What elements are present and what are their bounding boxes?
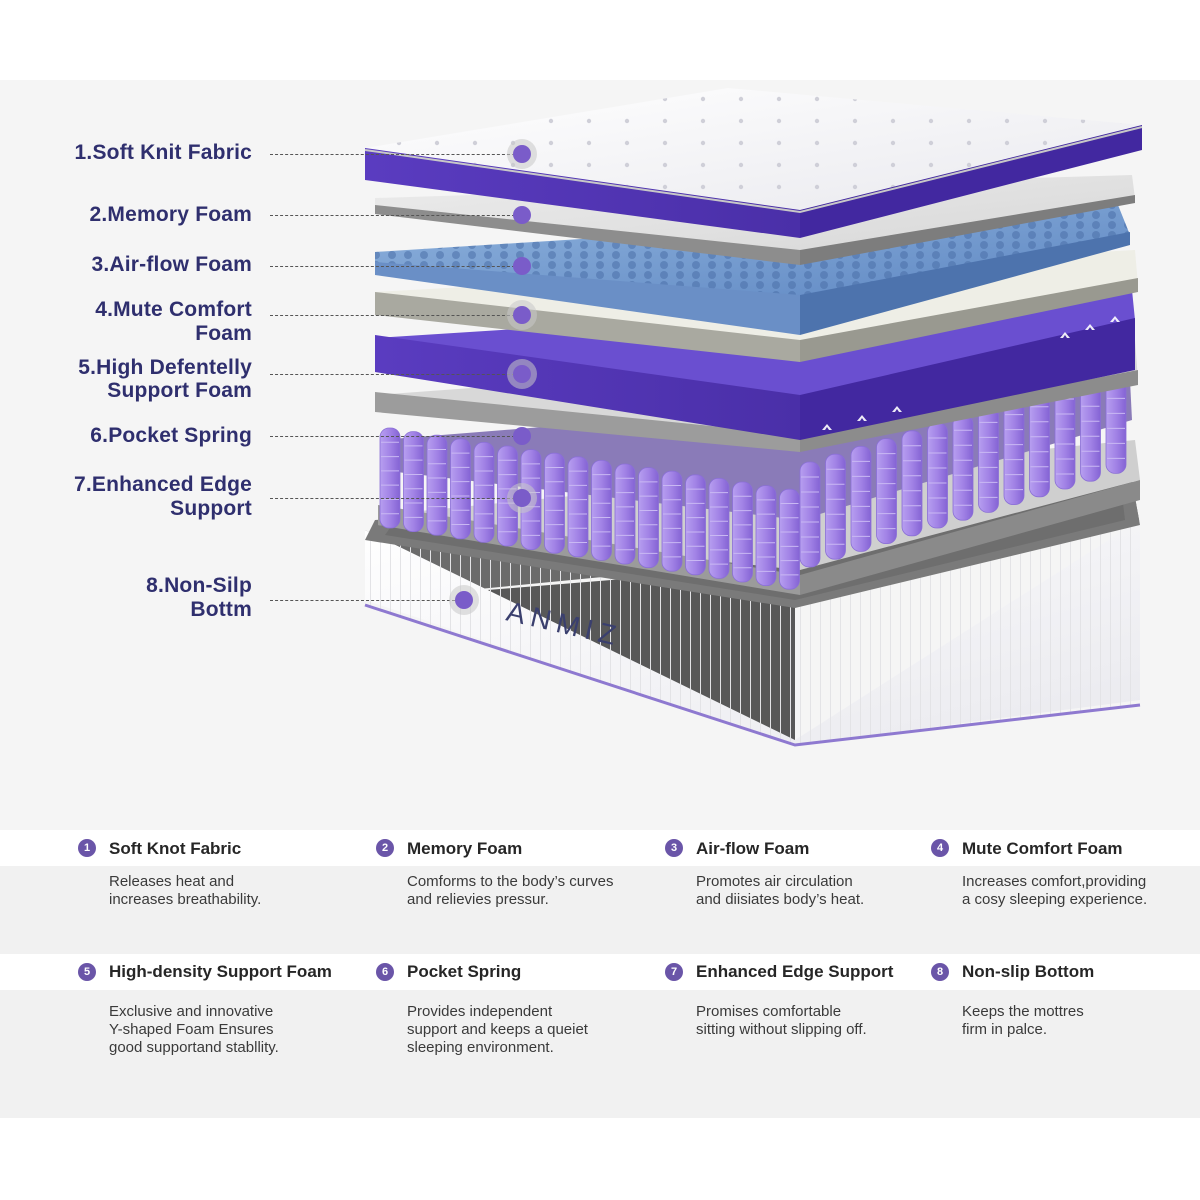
callout-label: 7.Enhanced Edge Support xyxy=(73,473,252,520)
callout-label: 5.High Defentelly Support Foam xyxy=(78,356,252,402)
feature-number-badge: 4 xyxy=(931,839,949,857)
layer-pocket-springs xyxy=(379,367,1132,590)
feature-description: Keeps the mottres firm in palce. xyxy=(962,1003,1084,1038)
spring-coil xyxy=(426,434,448,536)
spring-coil xyxy=(952,414,974,521)
feature-description: Promises comfortable sitting without sli… xyxy=(696,1003,867,1038)
feature-title: Soft Knot Fabric xyxy=(109,839,242,858)
spring-coil xyxy=(1003,399,1025,506)
spring-coil xyxy=(876,438,897,545)
marker-dot xyxy=(513,206,531,224)
feature-number-badge: 5 xyxy=(78,963,96,981)
leader-line xyxy=(270,436,515,437)
spring-coil xyxy=(1029,391,1050,498)
feature-number-badge: 7 xyxy=(665,963,683,981)
feature-title: Enhanced Edge Support xyxy=(696,962,894,981)
spring-coil xyxy=(850,445,872,552)
feature-number-badge: 1 xyxy=(78,839,96,857)
callout-label: 4.Mute Comfort Foam xyxy=(95,298,252,345)
marker-dot xyxy=(513,145,531,163)
feature-title: High-density Support Foam xyxy=(109,962,332,981)
feature-number-badge: 2 xyxy=(376,839,394,857)
feature-description: Exclusive and innovative Y-shaped Foam E… xyxy=(109,1003,279,1056)
spring-coil xyxy=(799,461,821,568)
marker-dot xyxy=(513,257,531,275)
feature-number-badge: 6 xyxy=(376,963,394,981)
spring-coil xyxy=(708,477,730,579)
spring-coil xyxy=(661,470,683,572)
leader-line xyxy=(270,600,455,601)
feature-band-2 xyxy=(0,990,1200,1118)
spring-coil xyxy=(685,474,706,576)
callout-label: 2.Memory Foam xyxy=(89,203,252,226)
feature-description: Provides independent support and keeps a… xyxy=(407,1003,588,1056)
callout-label: 6.Pocket Spring xyxy=(90,424,252,447)
spring-coil xyxy=(825,453,846,560)
leader-line xyxy=(270,266,515,267)
callout-label: 8.Non-Silp Bottm xyxy=(146,574,252,621)
feature-band-1 xyxy=(0,866,1200,954)
leader-line xyxy=(270,315,515,316)
spring-coil xyxy=(379,427,401,529)
callout-label: 3.Air-flow Foam xyxy=(91,253,252,276)
spring-coil xyxy=(732,481,753,583)
spring-coil xyxy=(591,459,612,561)
spring-coil xyxy=(614,463,636,565)
feature-description: Promotes air circulation and diisiates b… xyxy=(696,873,865,908)
leader-line xyxy=(270,215,515,216)
spring-coil xyxy=(544,452,565,554)
feature-title: Non-slip Bottom xyxy=(962,962,1095,981)
callout-label: 1.Soft Knit Fabric xyxy=(74,141,252,164)
spring-coil xyxy=(403,431,424,533)
spring-coil xyxy=(927,422,948,529)
spring-coil xyxy=(901,430,923,537)
leader-line xyxy=(270,498,515,499)
leader-line xyxy=(270,154,515,155)
feature-title: Pocket Spring xyxy=(407,962,522,981)
feature-title: Mute Comfort Foam xyxy=(962,839,1123,858)
layer-knit-cover xyxy=(364,88,1143,238)
marker-dot xyxy=(513,489,531,507)
marker-dot xyxy=(513,365,531,383)
spring-coil xyxy=(638,467,659,569)
spring-coil xyxy=(978,406,999,513)
marker-dot xyxy=(513,427,531,445)
feature-number-badge: 3 xyxy=(665,839,683,857)
marker-dot xyxy=(513,306,531,324)
spring-coil xyxy=(450,438,471,540)
feature-description: Releases heat and increases breathabilit… xyxy=(109,873,262,908)
spring-coil xyxy=(779,488,800,590)
feature-number-badge: 8 xyxy=(931,963,949,981)
spring-coil xyxy=(755,485,777,587)
feature-title: Air-flow Foam xyxy=(696,839,810,858)
feature-description: Increases comfort,providing a cosy sleep… xyxy=(962,873,1148,908)
spring-coil xyxy=(473,441,495,543)
feature-description: Comforms to the body’s curves and reliev… xyxy=(407,873,614,908)
marker-dot xyxy=(455,591,473,609)
feature-title: Memory Foam xyxy=(407,839,523,858)
spring-coil xyxy=(567,456,589,558)
leader-line xyxy=(270,374,515,375)
